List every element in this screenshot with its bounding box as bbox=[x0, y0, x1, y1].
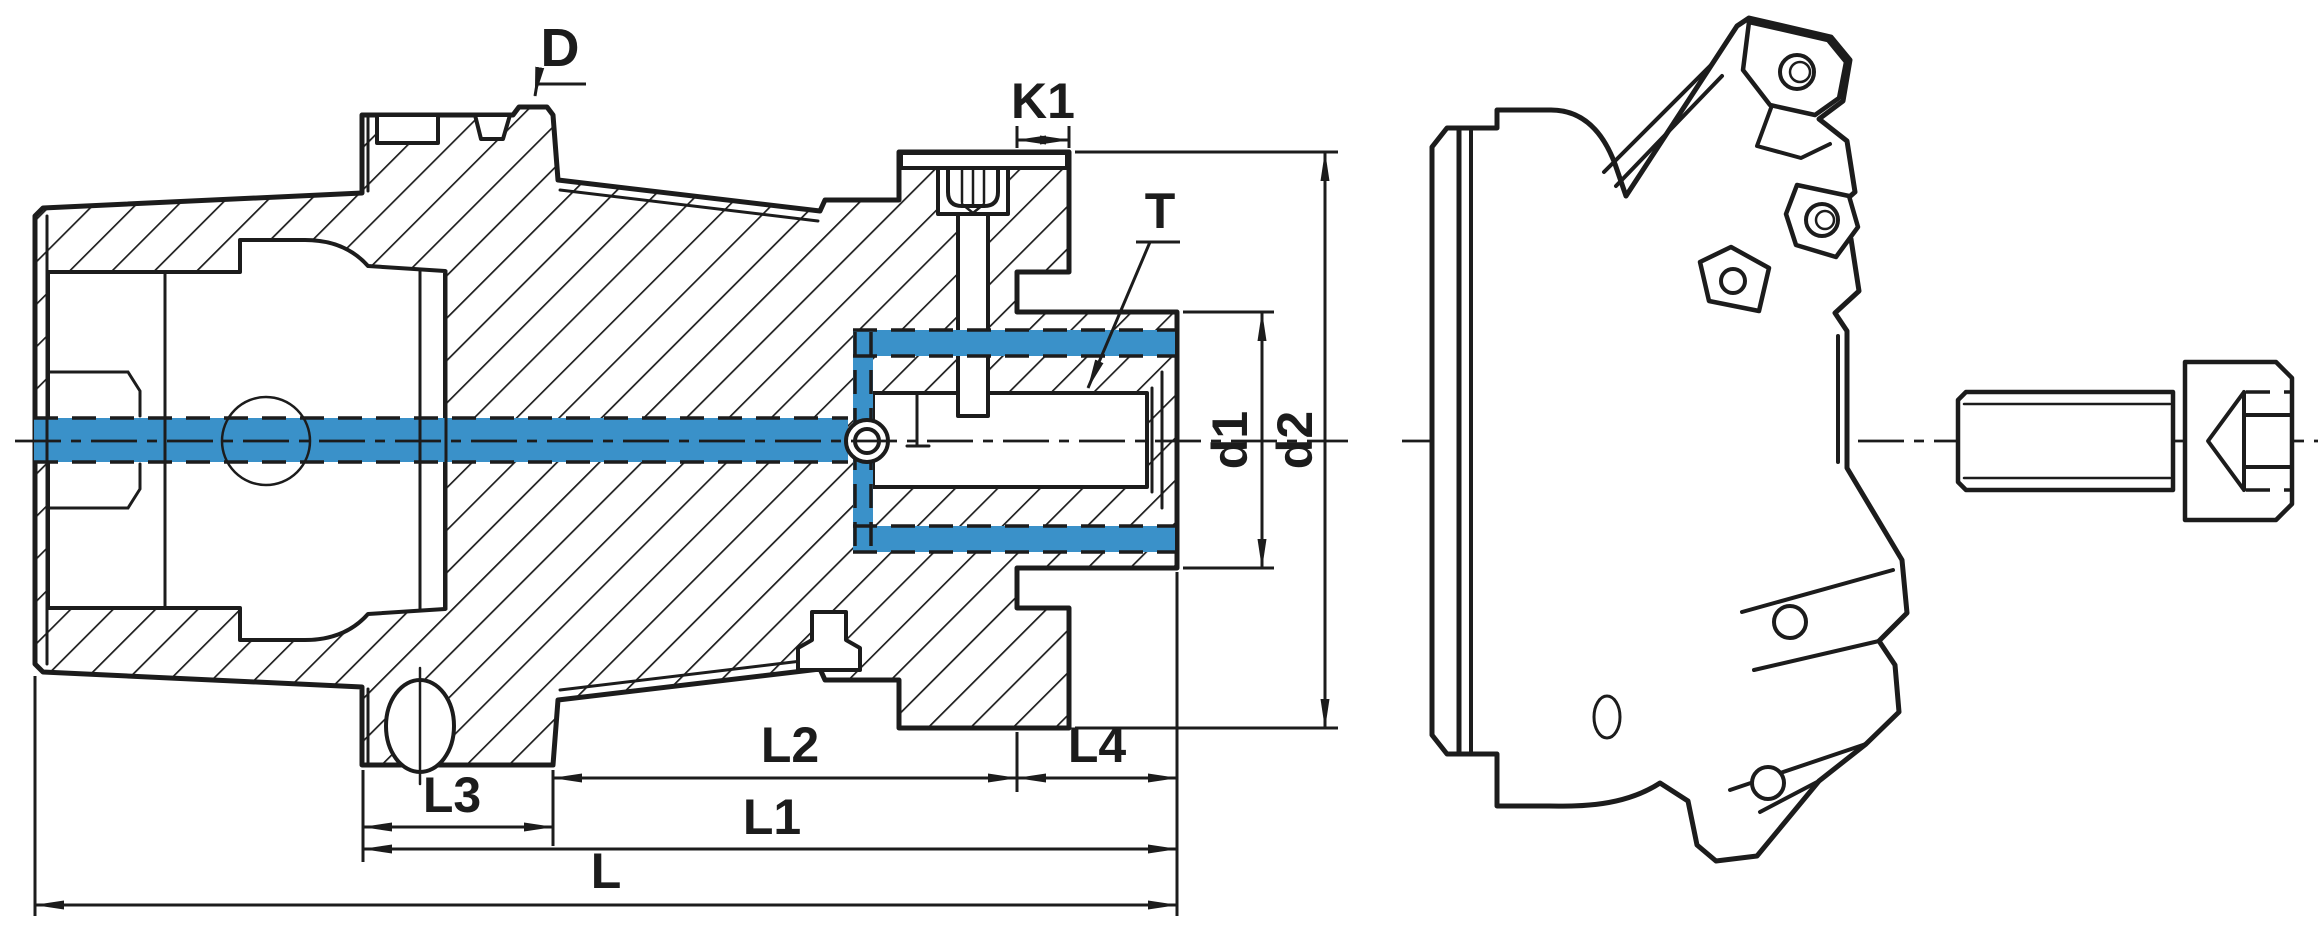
drive-slot bbox=[796, 610, 862, 672]
insert-top bbox=[1740, 19, 1849, 118]
cutter-internal-lines bbox=[1469, 62, 1895, 814]
screw-socket-hidden bbox=[2246, 390, 2292, 492]
coolant-upper-arm bbox=[853, 330, 1175, 356]
L-label: L bbox=[591, 843, 622, 899]
T-leader bbox=[1088, 240, 1180, 388]
L1-label: L1 bbox=[743, 789, 801, 845]
dimension-L: L bbox=[34, 843, 1178, 910]
body-hole-mid bbox=[1772, 604, 1808, 640]
d1-label: d1 bbox=[1202, 411, 1258, 469]
screw-shank bbox=[1955, 389, 2176, 493]
dimension-T: T bbox=[1088, 183, 1180, 388]
screw-thread-lines bbox=[1962, 402, 2172, 480]
K1-extension-lines bbox=[1015, 126, 1071, 148]
screw-head bbox=[2182, 359, 2295, 523]
coolant-hidden-edges bbox=[34, 328, 1175, 554]
coolant-outlet-slot bbox=[1592, 694, 1622, 740]
T-label: T bbox=[1145, 183, 1176, 239]
flange-hole bbox=[384, 666, 456, 786]
L3-label: L3 bbox=[423, 767, 481, 823]
cutter-backplate bbox=[1429, 125, 1462, 757]
dimension-L3: L3 bbox=[362, 767, 554, 832]
K1-label: K1 bbox=[1011, 73, 1075, 129]
dimensions: D K1 T d1 d2 L3 bbox=[33, 18, 1338, 916]
L2-label: L2 bbox=[761, 717, 819, 773]
dimension-L2: L2 bbox=[552, 717, 1018, 783]
hex-socket-outline bbox=[946, 168, 1000, 208]
flange-v-notch bbox=[473, 113, 512, 141]
d2-extension-lines bbox=[1075, 150, 1338, 730]
clamping-screw-view bbox=[1955, 359, 2295, 523]
dimension-D: D bbox=[533, 18, 586, 97]
collar-cap-strip bbox=[899, 151, 1069, 170]
insert-mid-hole-inner bbox=[1814, 209, 1836, 231]
hex-socket-flutes bbox=[960, 168, 986, 215]
flange-keyway-slot bbox=[375, 113, 440, 145]
d2-label: d2 bbox=[1267, 411, 1323, 469]
clamp-screw-shaft bbox=[956, 210, 990, 418]
dimension-L1: L1 bbox=[362, 789, 1178, 854]
L4-label: L4 bbox=[1068, 717, 1127, 773]
screw-socket-chevron bbox=[2206, 390, 2246, 492]
cutter-front-view bbox=[1429, 15, 1910, 864]
dimension-L4: L4 bbox=[1016, 717, 1178, 783]
insert-mid bbox=[1783, 182, 1861, 260]
holder-section-view bbox=[32, 104, 1180, 786]
clamp-wedge-hole bbox=[1719, 267, 1747, 295]
D-leader bbox=[533, 66, 586, 97]
dimension-K1: K1 bbox=[1011, 73, 1075, 148]
dimension-d1: d1 bbox=[1183, 310, 1274, 570]
clamp-screw-head bbox=[936, 166, 1010, 216]
D-label: D bbox=[541, 18, 580, 78]
insert-top-hole-inner bbox=[1788, 60, 1812, 84]
body-hole-low bbox=[1750, 765, 1786, 801]
dimension-d2: d2 bbox=[1075, 150, 1338, 730]
screw-socket-lines bbox=[2242, 413, 2292, 469]
length-extension-lines bbox=[33, 572, 1179, 916]
detail-circle bbox=[220, 395, 312, 487]
insert-mid-hole-outer bbox=[1804, 202, 1840, 238]
insert-top-hole-outer bbox=[1778, 53, 1816, 91]
coolant-lower-arm bbox=[853, 526, 1175, 552]
